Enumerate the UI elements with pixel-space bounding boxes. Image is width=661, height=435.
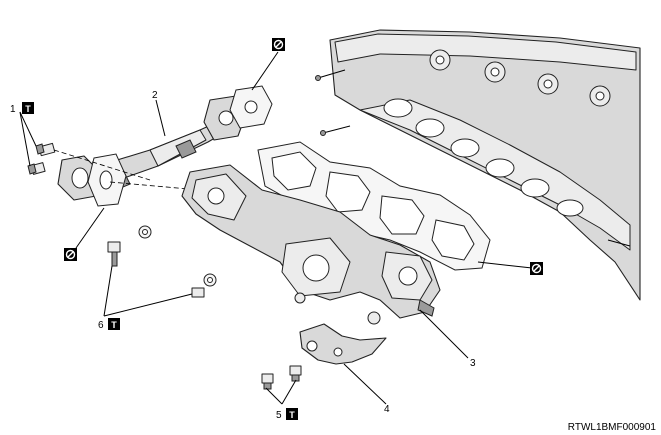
no-reuse-icon	[64, 248, 77, 261]
bolt-set-5	[261, 365, 302, 390]
bolt-set-6	[107, 225, 217, 298]
callout-label-3: 3	[470, 358, 476, 369]
callout-3: 3	[470, 358, 476, 369]
callout-label-6: 6	[98, 320, 104, 331]
svg-text:T: T	[111, 320, 117, 330]
callout-label-1: 1	[10, 104, 16, 115]
callout-label-2: 2	[152, 90, 158, 101]
cylinder-head	[315, 29, 641, 301]
callout-5: 5 T	[276, 408, 298, 421]
callout-1: 1 T	[10, 102, 34, 115]
torque-t-icon	[22, 102, 34, 114]
torque-t-icon	[286, 408, 298, 420]
torque-t-icon	[108, 318, 120, 330]
callout-label-5: 5	[276, 410, 282, 421]
callout-4: 4	[384, 404, 390, 415]
callout-label-4: 4	[384, 404, 390, 415]
callout-2: 2	[152, 90, 158, 101]
egr-pipe-gasket-lower	[87, 153, 127, 207]
bolt-set-1	[27, 142, 56, 175]
alignment-line-1	[53, 149, 151, 181]
egr-pipe-gasket-upper	[229, 85, 273, 129]
callout-6: 6 T	[98, 318, 120, 331]
exhaust-manifold-gasket	[257, 141, 491, 271]
leader-lines	[19, 51, 533, 405]
drawing-code: RTWL1BMF000901	[568, 422, 657, 433]
no-reuse-icon	[530, 262, 543, 275]
bracket	[299, 323, 387, 365]
no-reuse-icon	[272, 38, 285, 51]
svg-text:T: T	[25, 104, 31, 114]
exhaust-manifold	[181, 164, 441, 325]
svg-text:T: T	[289, 410, 295, 420]
